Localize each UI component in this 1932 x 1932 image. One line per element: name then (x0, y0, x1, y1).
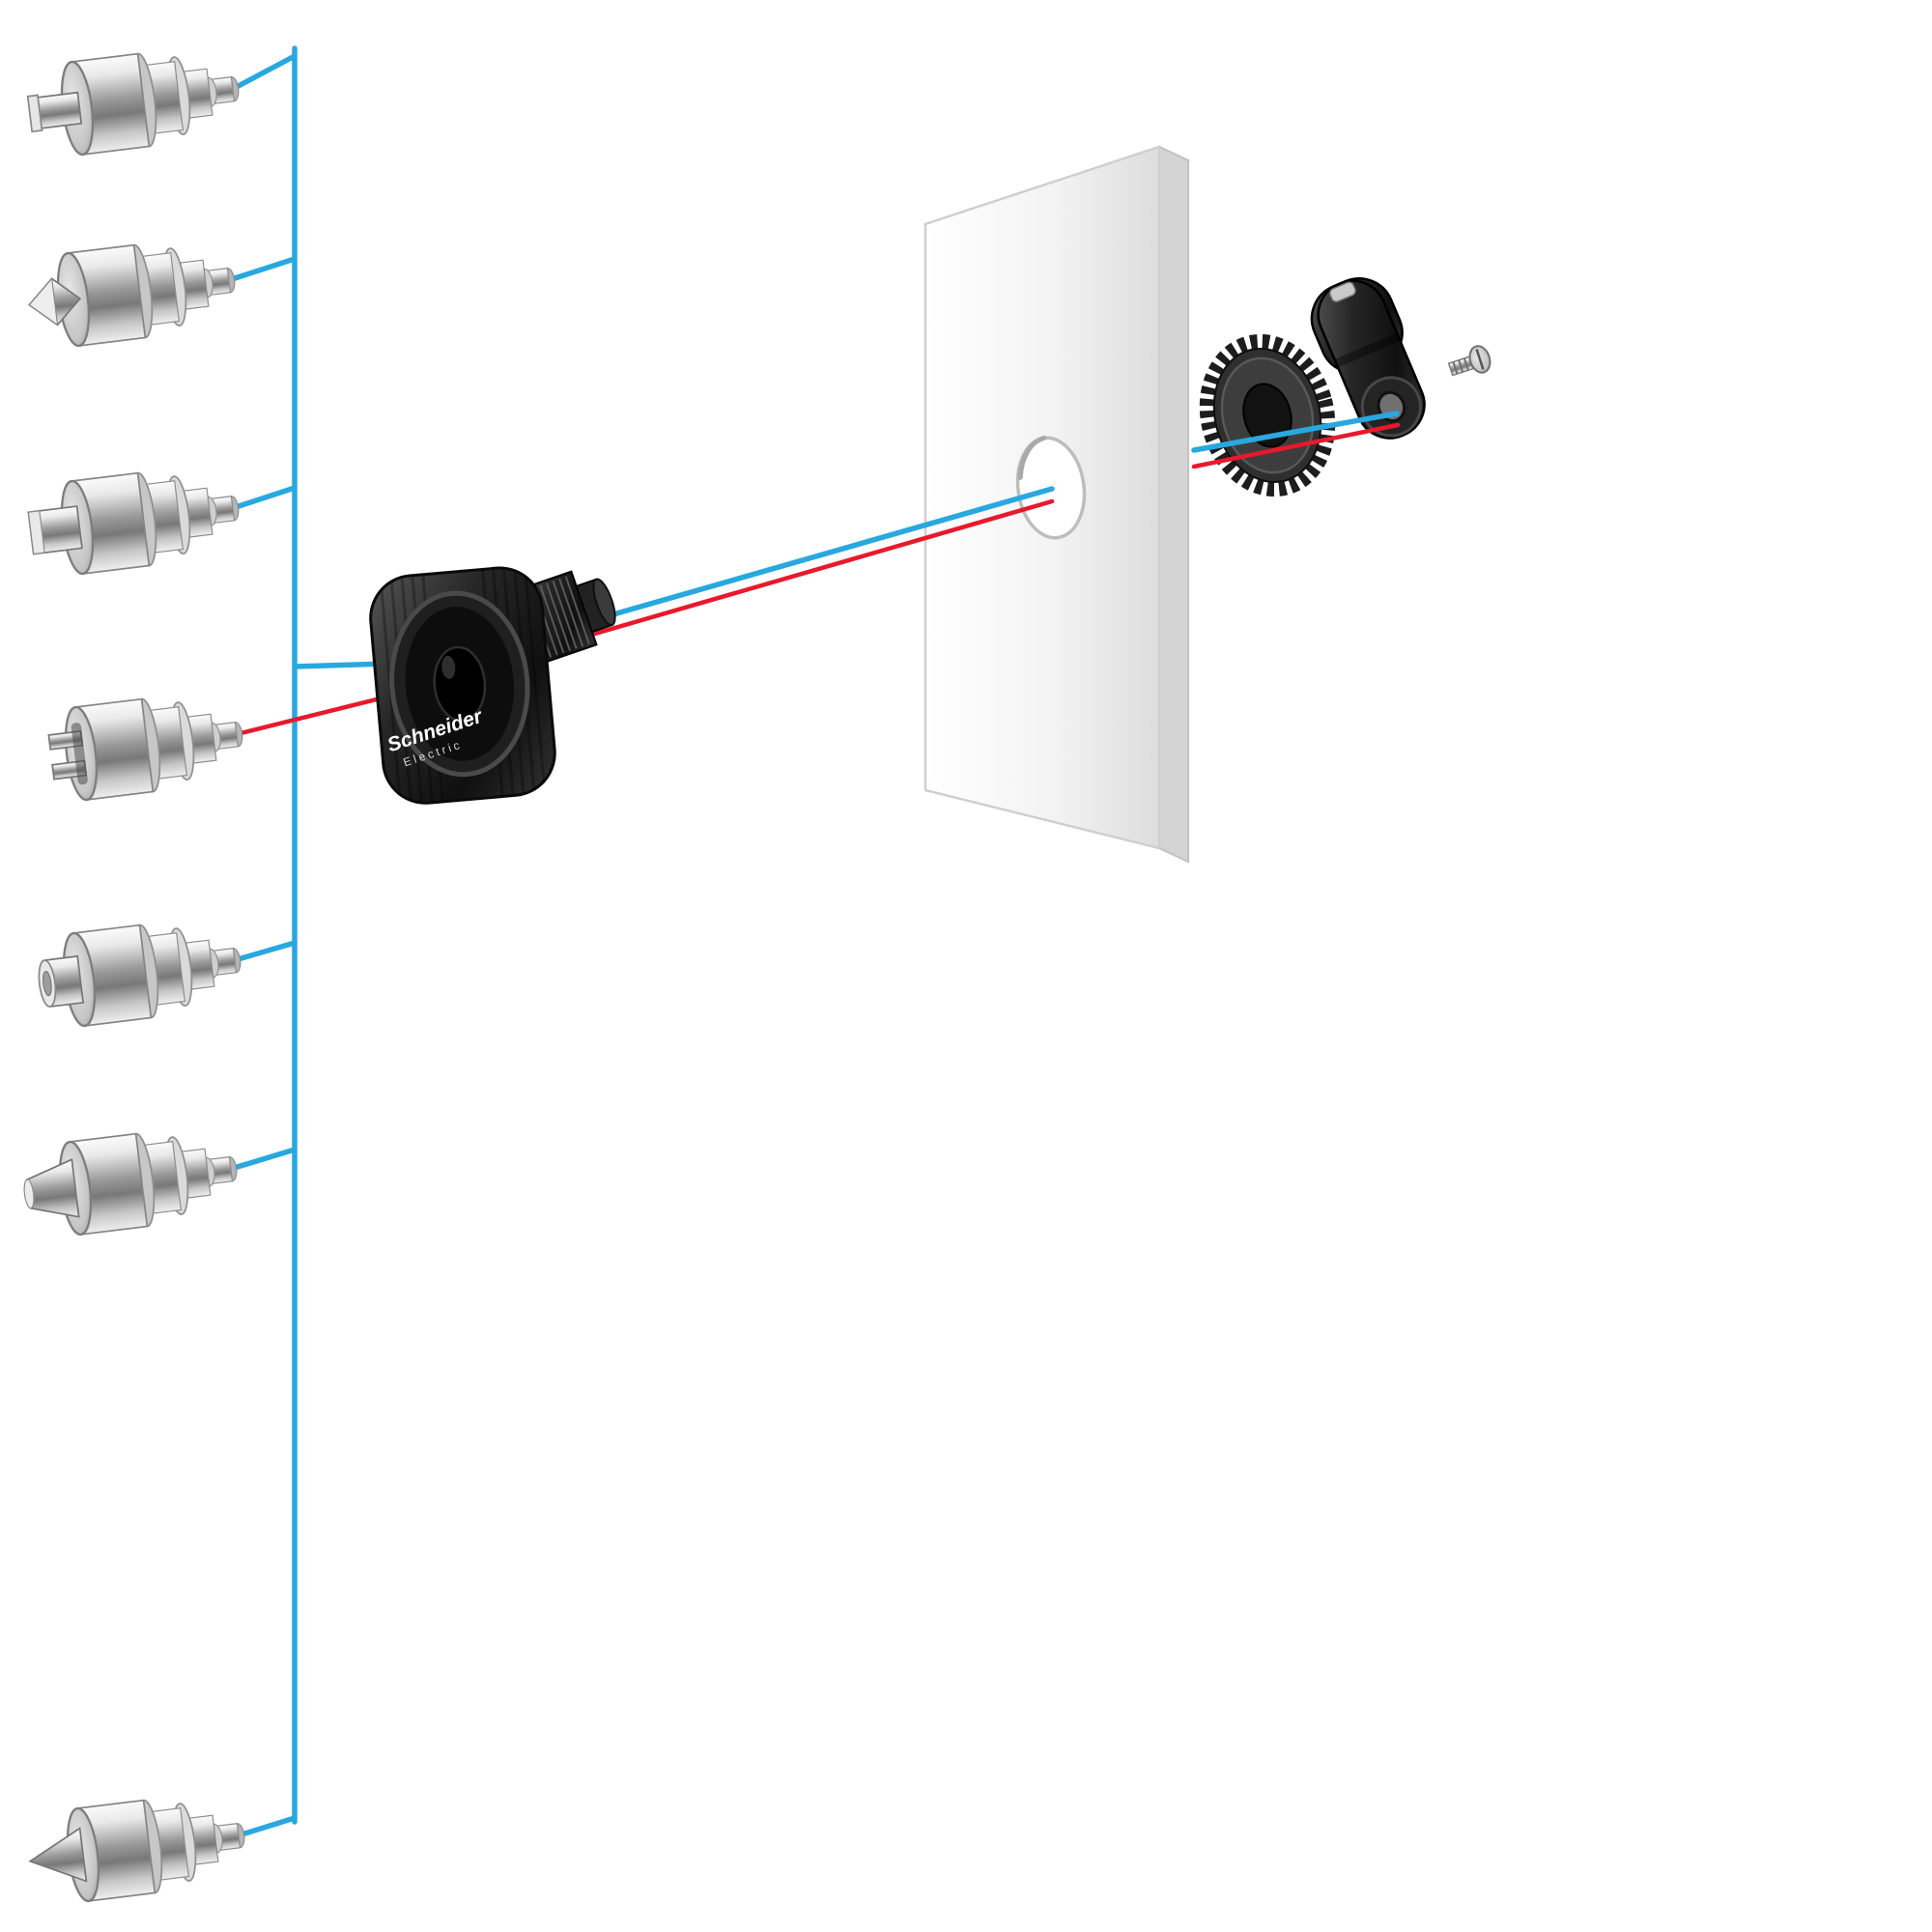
insert-option-7-cone (28, 1787, 251, 1904)
selector-branch-1 (230, 53, 298, 92)
assembly-line-blue-right (1191, 411, 1400, 453)
selector-branch-3 (230, 485, 298, 511)
insert-option-2-square-diamond (28, 232, 242, 349)
insert-option-4-double-bar (47, 686, 249, 803)
assembly-line-blue-middle (577, 486, 1055, 627)
lock-housing: Schneider Electric (369, 566, 616, 805)
assembly-line-red-middle (579, 498, 1055, 640)
ring-nut-teeth (1199, 333, 1336, 497)
selector-branch-5 (232, 940, 298, 963)
lock-socket-glint (441, 655, 456, 679)
insert-option-1-square-male (26, 41, 245, 157)
panel-side-edge (1158, 145, 1189, 864)
insert-option-3-square-large (27, 460, 245, 577)
cam-keyway-notch (1329, 281, 1356, 302)
locking-cam (1310, 277, 1426, 440)
enclosure-door-panel (923, 145, 1191, 864)
assembly-line-red-right (1191, 422, 1401, 469)
selector-branch-2 (226, 256, 298, 283)
fixing-screw (1447, 345, 1492, 377)
screw-slot (1475, 349, 1485, 370)
toothed-ring-nut (1199, 333, 1336, 497)
insert-option-5-stepped-cylinder (38, 912, 247, 1029)
selector-branch-7 (236, 1815, 298, 1838)
selector-branch-6 (228, 1147, 298, 1172)
ring-nut-hole (1242, 383, 1293, 448)
insert-selector-lines (226, 45, 426, 1838)
insert-option-6-triangular (23, 1121, 243, 1237)
cam-step-shadow (1334, 332, 1401, 368)
